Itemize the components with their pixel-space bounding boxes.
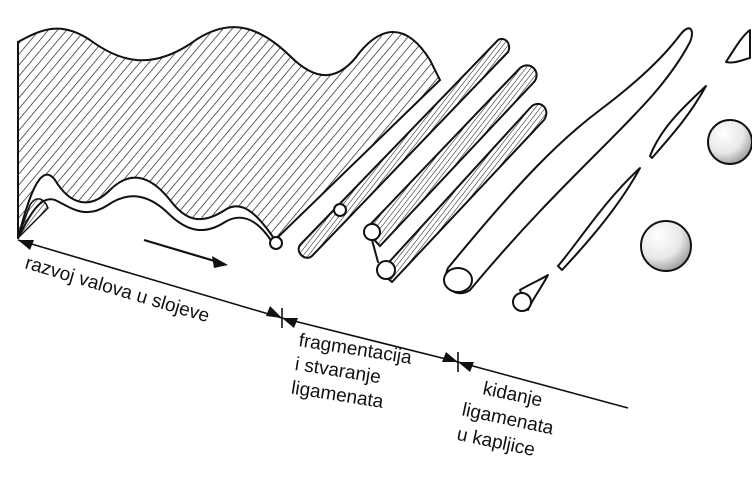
stage2-label: fragmentacija i stvaranje ligamenata — [290, 330, 414, 416]
stage3-label: kidanje ligamenata u kapljice — [455, 375, 561, 464]
stage1-label: razvoj valova u slojeve — [23, 253, 212, 327]
flow-direction-arrow-icon — [144, 240, 228, 268]
wavy-sheet-icon — [18, 27, 440, 249]
